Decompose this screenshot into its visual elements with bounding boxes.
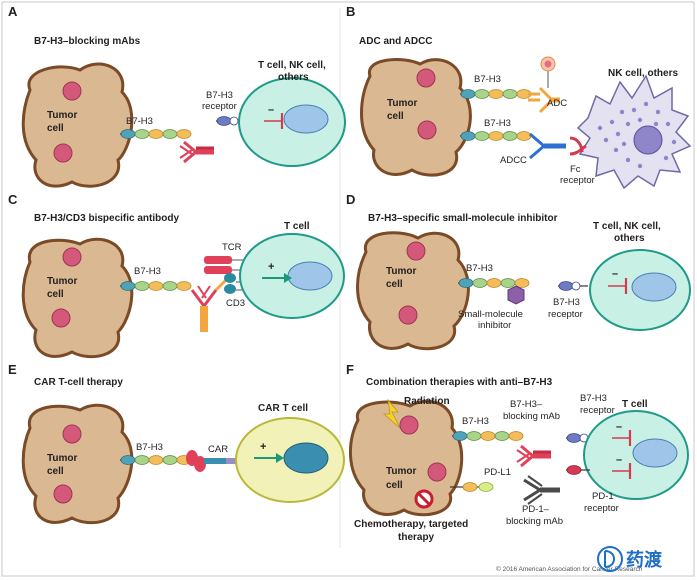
tumor-label-c-2: cell [47,289,64,300]
tcr-label: TCR [222,242,242,253]
tcell-label-c: T cell [284,221,310,232]
tumor-cell-d [356,231,470,351]
target-label-d-1: T cell, NK cell, [593,221,661,232]
receptor-label-f-2: receptor [580,405,615,416]
panel-title-f: Combination therapies with anti–B7-H3 [366,377,553,388]
tumor-label-b-1: Tumor [387,98,417,109]
pd1mab-label-2: blocking mAb [506,516,563,527]
sign-e: + [260,441,266,453]
tumor-label-a-1: Tumor [47,110,77,121]
inhibitor-label-1: Small-molecule [458,309,523,320]
fc-label-2: receptor [560,175,595,186]
adcc-antibody [529,132,566,160]
panel-f: F Combination therapies with anti–B7-H3 … [346,362,689,543]
pd1-antibody [523,475,560,505]
pd1-label-1: PD-1 [592,491,614,502]
tumor-label-a-2: cell [47,123,64,134]
b7h3-label-b-bottom: B7-H3 [484,118,511,129]
b7h3-label-d: B7-H3 [466,263,493,274]
pd1mab-label-1: PD-1– [522,504,550,515]
receptor-label-d-2: receptor [548,309,583,320]
bispecific-antibody [190,278,228,332]
b7h3-label-f: B7-H3 [462,416,489,427]
tumor-label-d-1: Tumor [386,266,416,277]
panel-letter-a: A [8,4,18,19]
sign-c: + [268,261,274,273]
watermark-text: 药渡 [626,549,663,570]
b7h3-label-b-top: B7-H3 [474,74,501,85]
pd1-receptor [566,465,590,475]
pd1-label-2: receptor [584,503,619,514]
b7h3-label-e: B7-H3 [136,442,163,453]
panel-a: A B7-H3–blocking mAbs Tumor cell B7-H3 B… [8,4,346,188]
sign-f-2: – [616,454,622,466]
mab-label-1: B7-H3– [510,399,543,410]
nk-label: NK cell, others [608,68,678,79]
receptor-label-a-1: B7-H3 [206,90,233,101]
tumor-label-e-2: cell [47,466,64,477]
target-label-a-1: T cell, NK cell, [258,60,326,71]
receptor-label-f-1: B7-H3 [580,393,607,404]
panel-title-e: CAR T-cell therapy [34,377,123,388]
sign-f-1: – [616,421,622,433]
panel-letter-c: C [8,192,18,207]
watermark-logo: 药渡 [597,546,663,572]
adc-label: ADC [547,98,567,109]
cart-label: CAR T cell [258,403,308,414]
small-molecule-inhibitor [507,285,525,305]
prohibit-icon [414,489,434,509]
cd3-label: CD3 [226,298,245,309]
inhibitor-label-2: inhibitor [478,320,511,331]
tumor-label-e-1: Tumor [47,453,77,464]
panel-c: C B7-H3/CD3 bispecific antibody Tumor ce… [8,192,345,359]
b7h3-label-c: B7-H3 [134,266,161,277]
car-label: CAR [208,444,228,455]
tumor-cell-e [21,403,134,525]
radiation-label: Radiation [404,396,450,407]
tcell-label-f: T cell [622,399,648,410]
panel-letter-b: B [346,4,355,19]
target-label-d-2: others [614,233,645,244]
sign-d: – [612,268,618,280]
tumor-cell-a [21,62,134,188]
fc-receptor [569,136,587,156]
tumor-cell-c [21,237,134,359]
panel-b: B ADC and ADCC Tumor cell B7-H3 B7-H3 AD… [346,4,692,190]
panel-letter-d: D [346,192,355,207]
fc-label-1: Fc [570,164,581,175]
tumor-label-d-2: cell [386,279,403,290]
adc-antibody [528,56,560,114]
panel-letter-f: F [346,362,354,377]
panel-e: E CAR T-cell therapy Tumor cell B7-H3 CA… [8,362,345,525]
panel-title-b: ADC and ADCC [359,36,433,47]
panel-title-c: B7-H3/CD3 bispecific antibody [34,213,179,224]
mab-label-2: blocking mAb [503,411,560,422]
tumor-label-c-1: Tumor [47,276,77,287]
tcr-molecule [204,256,248,274]
tumor-cell-b [360,58,472,177]
pdl1-label: PD-L1 [484,467,511,478]
panel-title-d: B7-H3–specific small-molecule inhibitor [368,213,558,224]
adcc-label: ADCC [500,155,527,166]
receptor-label-a-2: receptor [202,101,237,112]
nk-cell [576,74,692,190]
pdl1-molecule [450,482,494,492]
sign-a: – [268,104,274,116]
receptor-label-d-1: B7-H3 [553,297,580,308]
chemo-label-1: Chemotherapy, targeted [354,519,468,530]
tumor-cell-f [348,399,464,517]
target-label-a-2: others [278,72,309,83]
tumor-label-f-1: Tumor [386,466,416,477]
panel-letter-e: E [8,362,17,377]
panel-title-a: B7-H3–blocking mAbs [34,36,141,47]
tumor-label-b-2: cell [387,111,404,122]
chemo-label-2: therapy [398,532,435,543]
panel-d: D B7-H3–specific small-molecule inhibito… [346,192,691,351]
tumor-label-f-2: cell [386,480,403,491]
copyright-text: © 2016 American Association for Cancer R… [496,565,643,573]
b7h3-label-a: B7-H3 [126,116,153,127]
